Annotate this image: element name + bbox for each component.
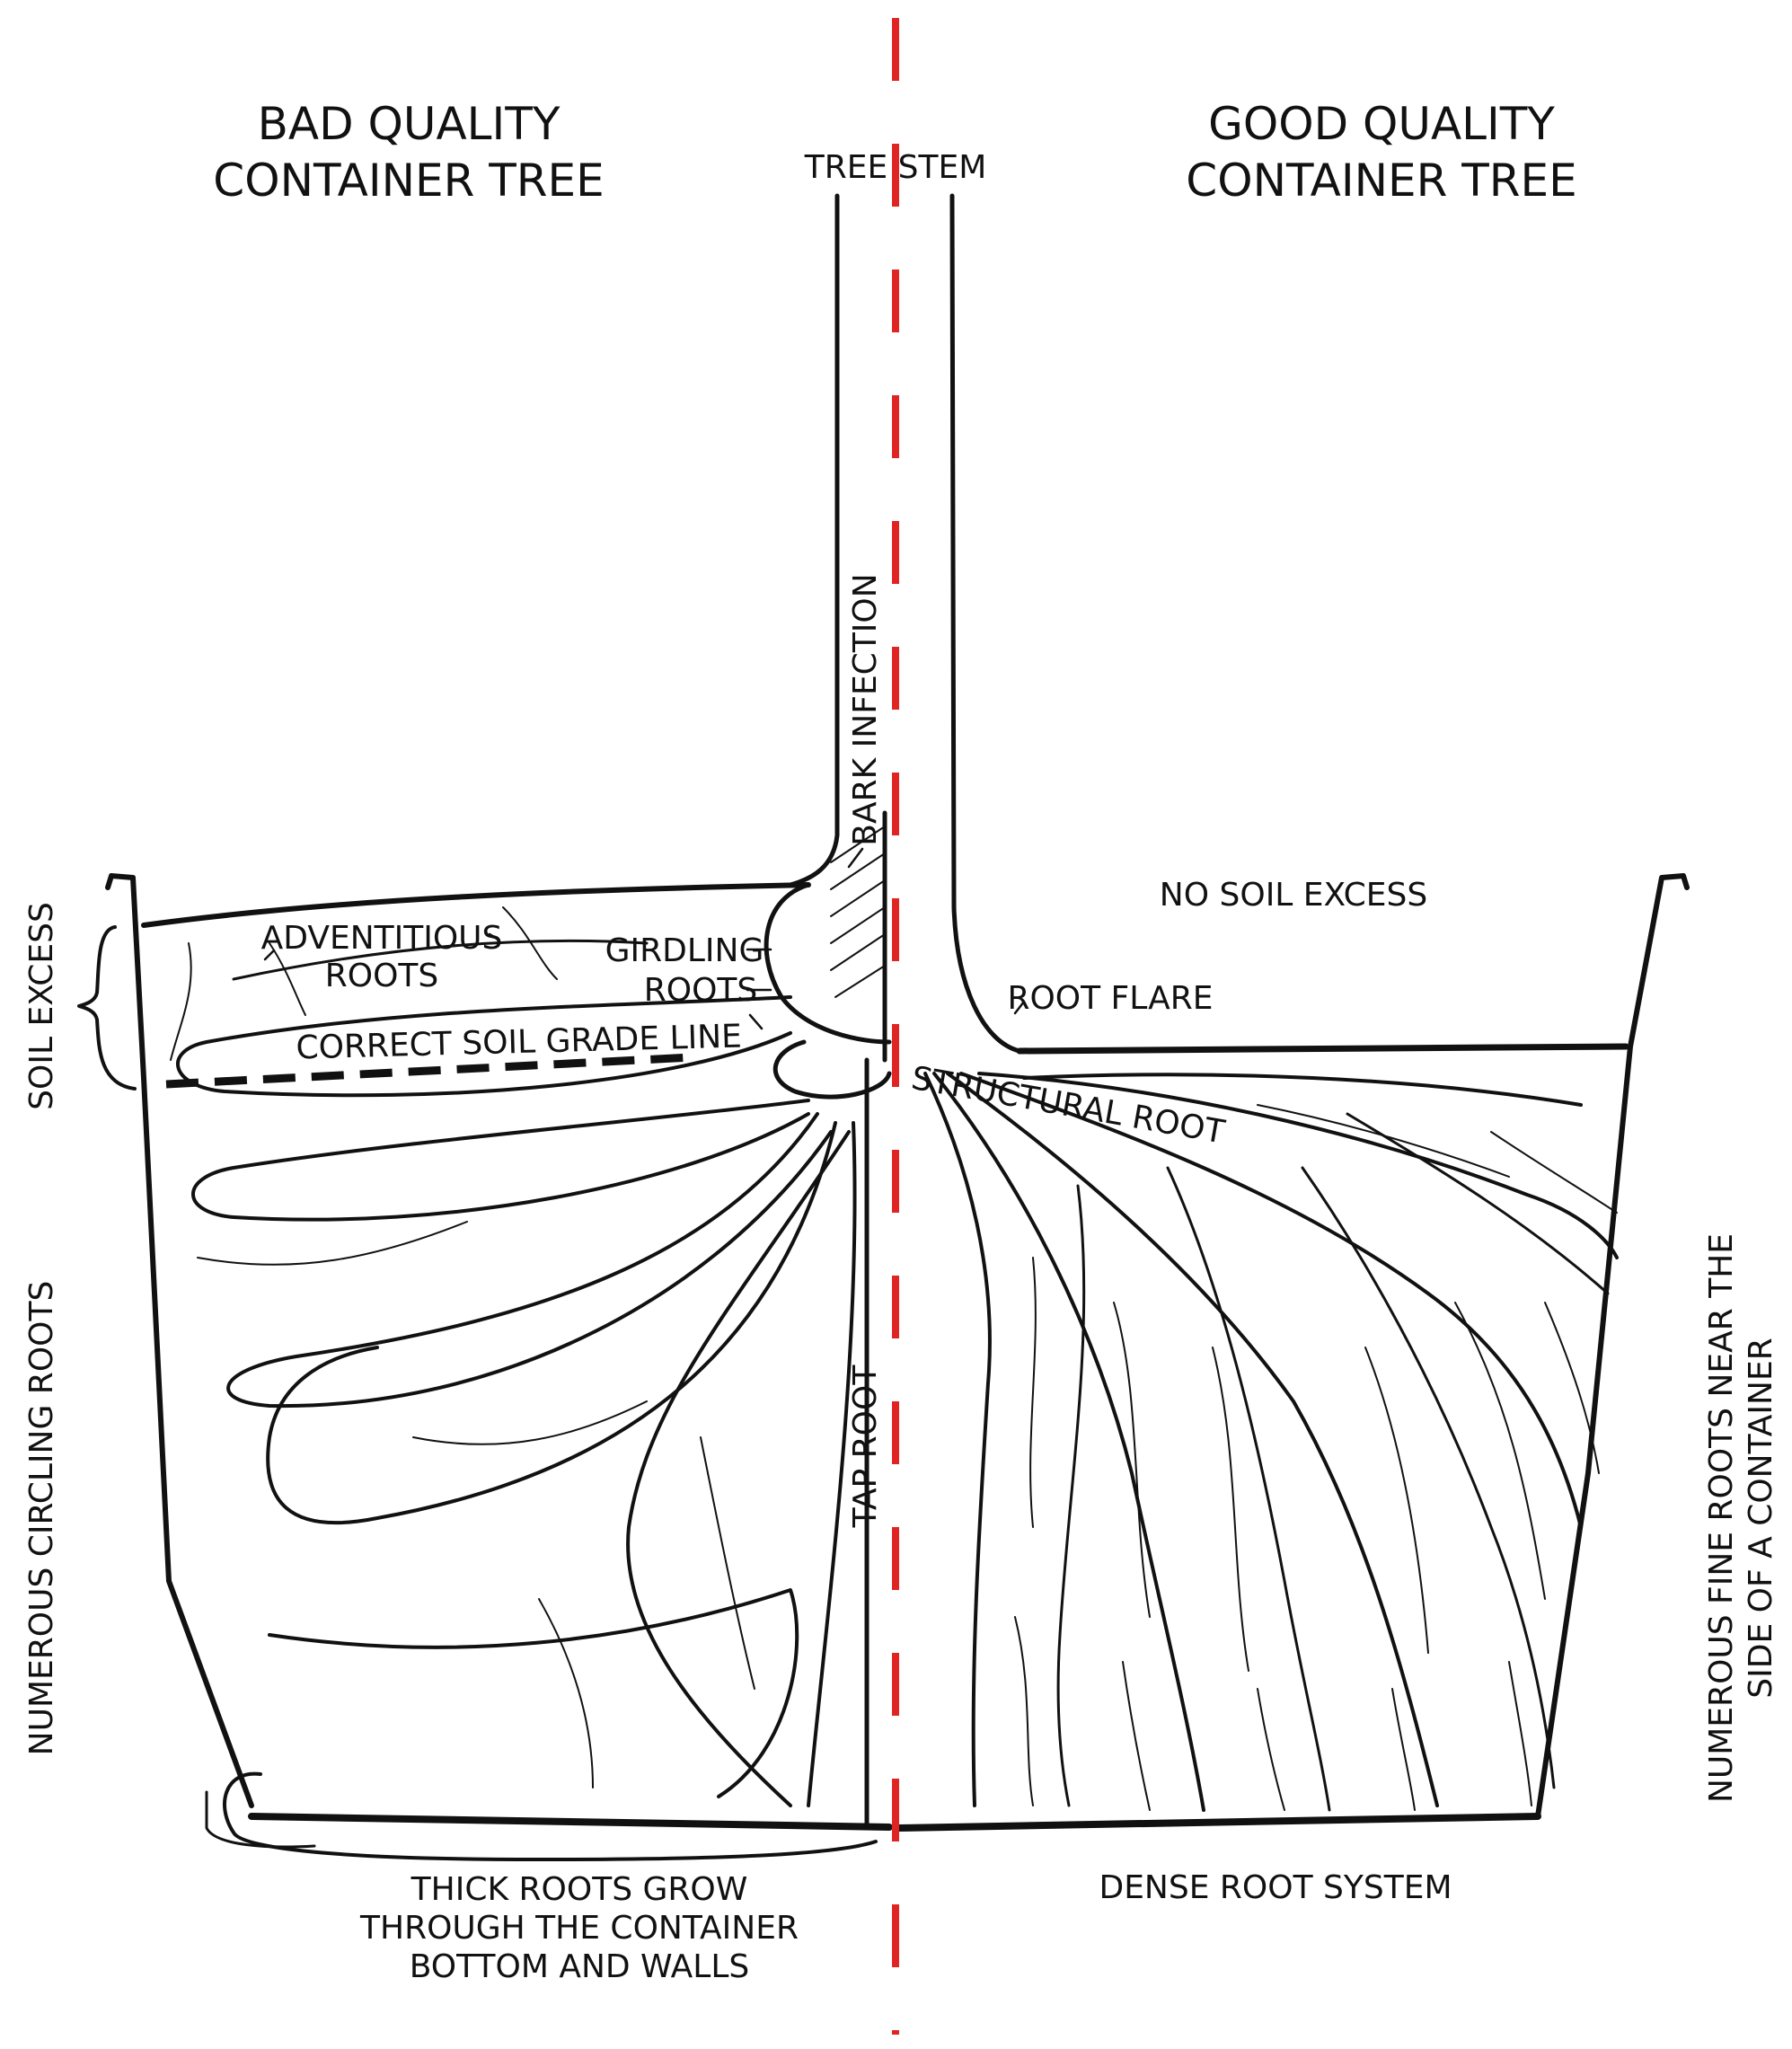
- no-soil-excess-label: NO SOIL EXCESS: [1160, 877, 1427, 914]
- good-tree: [923, 193, 1629, 1812]
- thick-roots-label-line1: THICK ROOTS GROW: [410, 1871, 748, 1908]
- good-quality-title-line2: CONTAINER TREE: [1186, 155, 1576, 207]
- root-flare-label: ROOT FLARE: [1007, 980, 1213, 1017]
- container-pot: [105, 873, 1690, 1832]
- soil-excess-brace: [77, 925, 137, 1091]
- girdling-roots-label-line1: GIRDLING: [605, 932, 764, 969]
- thick-roots-label-line2: THROUGH THE CONTAINER: [359, 1910, 799, 1947]
- dense-root-system-label: DENSE ROOT SYSTEM: [1099, 1869, 1452, 1906]
- soil-excess-label: SOIL EXCESS: [23, 902, 60, 1110]
- good-quality-title-line1: GOOD QUALITY: [1208, 98, 1555, 150]
- thick-roots-label-line3: BOTTOM AND WALLS: [410, 1948, 750, 1985]
- tree-stem-label: TREE STEM: [804, 149, 987, 186]
- tap-root-label: TAP ROOT: [847, 1365, 884, 1529]
- bark-infection-hatching: [830, 826, 886, 998]
- circling-roots-label: NUMEROUS CIRCLING ROOTS: [23, 1281, 60, 1756]
- adventitious-roots-label-line1: ADVENTITIOUS: [261, 920, 503, 957]
- leader-lines: [263, 847, 1026, 1030]
- correct-soil-grade-line: [165, 1053, 693, 1089]
- adventitious-roots-label-line2: ROOTS: [325, 958, 439, 994]
- bad-quality-title-line2: CONTAINER TREE: [213, 155, 604, 207]
- girdling-roots-label-line2: ROOTS: [644, 972, 758, 1009]
- fine-roots-label-line1: NUMEROUS FINE ROOTS NEAR THE: [1703, 1233, 1740, 1803]
- bark-infection-label: BARK INFECTION: [847, 573, 884, 845]
- bad-tree: [141, 193, 892, 1861]
- fine-roots-label-line2: SIDE OF A CONTAINER: [1743, 1338, 1779, 1698]
- bad-quality-title-line1: BAD QUALITY: [258, 98, 561, 150]
